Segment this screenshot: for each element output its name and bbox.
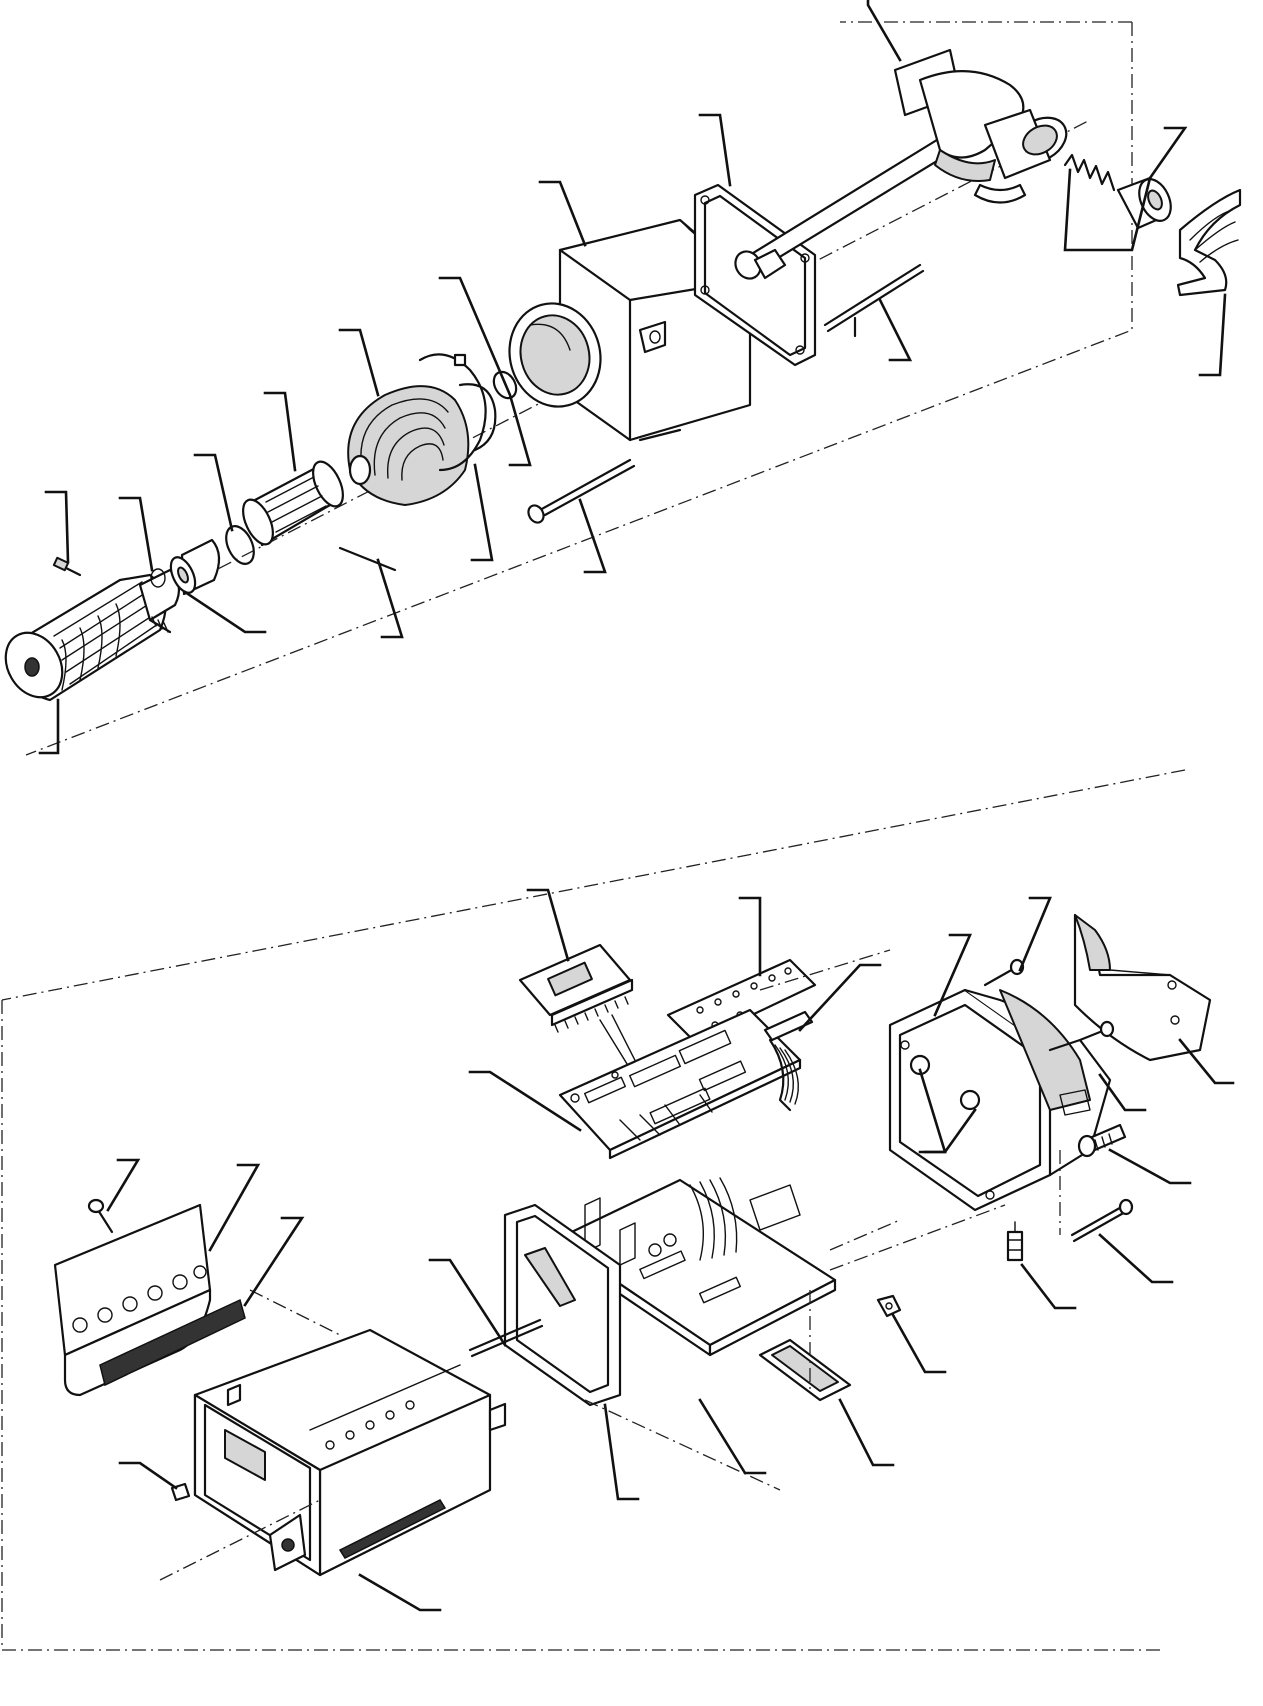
- standoff: [1006, 1221, 1024, 1262]
- bezel-screw: [87, 1198, 114, 1234]
- electronics-housing-assembly: [53, 888, 1235, 1612]
- front-bezel-plate: [53, 1203, 246, 1397]
- long-rod: [468, 1318, 544, 1358]
- retaining-ring-small: [150, 568, 166, 588]
- led-board: [666, 958, 817, 1044]
- set-screw-top: [52, 556, 82, 577]
- roll-pin: [338, 546, 397, 572]
- projection-lines-lower: [159, 949, 1061, 1581]
- joystick-handle-assembly: [4, 0, 1242, 755]
- nut: [876, 1294, 902, 1318]
- top-cover-shell: [1073, 913, 1212, 1062]
- rectangular-seal: [758, 1338, 852, 1402]
- eprom-chip: [518, 943, 646, 1086]
- long-screw: [527, 458, 636, 524]
- callout-leaders-upper: [38, 0, 1227, 755]
- snap-ring: [492, 370, 518, 400]
- long-housing-screw: [1077, 1123, 1127, 1158]
- callout-leaders-lower: [106, 888, 1235, 1612]
- plunger: [1116, 176, 1172, 230]
- cam-plate: [1176, 188, 1242, 297]
- pivot-pin: [823, 263, 925, 338]
- grip-handle: [4, 568, 181, 702]
- shaft: [734, 133, 957, 280]
- set-screw-bottom: [148, 616, 172, 634]
- rubber-boot: [347, 385, 470, 506]
- gimbal-bracket: [893, 48, 1068, 204]
- main-circuit-board: [558, 1008, 814, 1160]
- housing-screw-right: [1078, 1020, 1115, 1042]
- housing-screw-top: [983, 958, 1025, 987]
- compression-spring: [1063, 153, 1116, 192]
- adapter-sleeve: [169, 538, 221, 596]
- slotted-cylinder: [242, 460, 344, 547]
- boot-clamp-wire: [418, 353, 497, 472]
- axis-line: [79, 119, 1091, 641]
- front-housing-box: [193, 1328, 507, 1577]
- gasket-lower: [503, 1203, 622, 1407]
- rear-cover-housing: [888, 988, 1112, 1212]
- mounting-bolt: [1070, 1198, 1134, 1243]
